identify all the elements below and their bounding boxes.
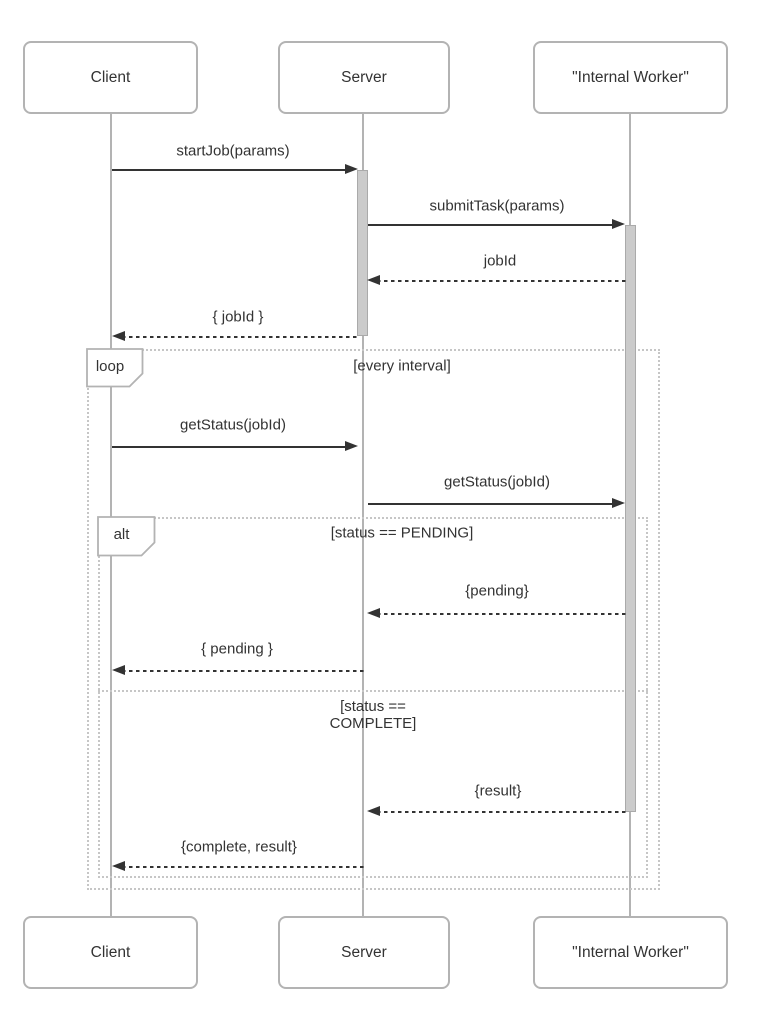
lifeline-client <box>110 114 112 916</box>
fragment-alt-condition-else: [status == COMPLETE] <box>329 698 417 732</box>
fragment-alt-box <box>98 517 648 878</box>
activation-bar-worker <box>625 225 636 812</box>
message-line-getStatus-1 <box>112 446 349 448</box>
fragment-alt-label: alt <box>113 526 130 543</box>
message-label-getStatus-2: getStatus(jobId) <box>444 473 550 491</box>
message-arrowhead-complete-client <box>112 860 125 871</box>
message-line-startJob <box>112 169 349 171</box>
message-label-complete-client: {complete, result} <box>181 838 297 856</box>
message-arrowhead-jobId-to-client <box>112 330 125 341</box>
message-line-result-return <box>377 811 627 814</box>
message-line-jobId-return <box>377 280 627 283</box>
fragment-alt-label-shape <box>97 516 156 557</box>
fragment-loop-label-shape <box>86 348 144 388</box>
message-arrowhead-jobId-return <box>367 274 380 285</box>
message-line-complete-client <box>122 866 364 869</box>
message-label-getStatus-1: getStatus(jobId) <box>180 416 286 434</box>
message-label-startJob: startJob(params) <box>176 142 290 160</box>
lifeline-server <box>362 114 364 916</box>
message-label-jobId-to-client: { jobId } <box>212 308 264 326</box>
actor-box-client-bottom: Client <box>23 916 198 989</box>
message-label-jobId-return: jobId <box>483 252 517 270</box>
message-arrowhead-result-return <box>367 805 380 816</box>
actor-box-server-bottom: Server <box>278 916 450 989</box>
message-label-submitTask: submitTask(params) <box>429 197 565 215</box>
message-arrowhead-startJob <box>345 163 358 174</box>
message-line-pending-client <box>122 670 364 673</box>
actor-box-client-top: Client <box>23 41 198 114</box>
message-line-getStatus-2 <box>368 503 616 505</box>
message-arrowhead-getStatus-1 <box>345 440 358 451</box>
message-label-result-return: {result} <box>474 782 522 800</box>
fragment-loop-box <box>87 349 660 890</box>
message-line-pending-return <box>377 613 627 616</box>
message-arrowhead-pending-return <box>367 607 380 618</box>
fragment-alt-divider <box>98 690 648 692</box>
fragment-loop-label: loop <box>95 357 125 375</box>
actor-box-server-top: Server <box>278 41 450 114</box>
fragment-alt-condition: [status == PENDING] <box>330 524 474 542</box>
message-arrowhead-getStatus-2 <box>612 497 625 508</box>
message-arrowhead-submitTask <box>612 218 625 229</box>
message-label-pending-client: { pending } <box>201 640 273 658</box>
message-line-jobId-to-client <box>122 336 358 339</box>
activation-bar-server <box>357 170 368 336</box>
fragment-loop-condition: [every interval] <box>353 357 451 375</box>
message-line-submitTask <box>368 224 616 226</box>
actor-box-worker-bottom: "Internal Worker" <box>533 916 728 989</box>
message-arrowhead-pending-client <box>112 664 125 675</box>
message-label-pending-return: {pending} <box>465 582 529 600</box>
actor-box-worker-top: "Internal Worker" <box>533 41 728 114</box>
